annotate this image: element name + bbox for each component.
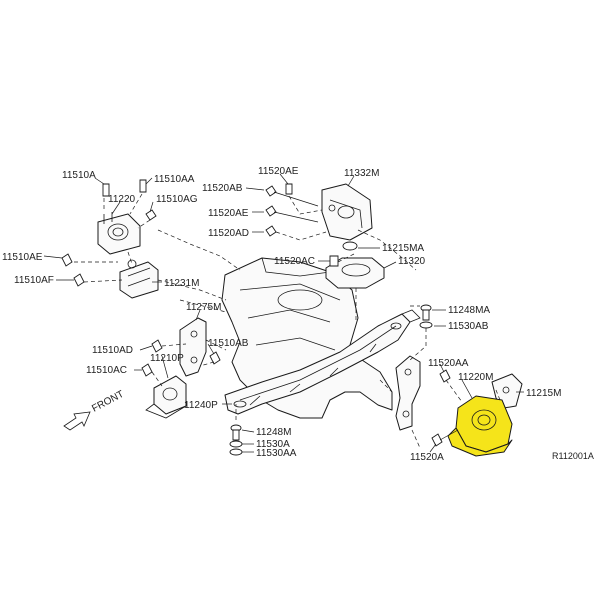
label-11510A: 11510A [62,170,96,181]
label-11248M: 11248M [256,427,291,438]
label-11530AB: 11530AB [448,321,489,332]
label-11520AE-top: 11520AE [258,166,299,177]
mount-11320 [325,241,385,289]
front-direction-arrow: FRONT [63,389,126,431]
bracket-11275M [179,317,207,377]
mount-11210P [145,375,187,419]
label-11530A: 11530A [256,439,290,450]
label-11510AD: 11510AD [92,345,133,356]
suspension-member-11240P [224,309,421,415]
label-11320: 11320 [398,256,426,267]
label-11220M: 11220M [458,372,493,383]
label-11510AF: 11510AF [14,275,54,286]
label-11530AA: 11530AA [256,448,297,459]
label-11520AD: 11520AD [208,228,249,239]
front-label: FRONT [90,389,126,415]
mount-11220 [97,212,141,255]
label-11510AB: 11510AB [208,338,249,349]
bracket-right-side [395,355,421,431]
label-11332M: 11332M [344,168,379,179]
diagram-reference-code: R112001A [552,451,594,461]
label-11240P: 11240P [184,400,218,411]
label-11520AE-mid: 11520AE [208,208,249,219]
label-11220: 11220 [108,194,136,205]
alignment-dashes [74,193,501,449]
label-11510AE: 11510AE [2,252,43,263]
bracket-11231M [119,259,159,299]
bracket-11332M [321,183,373,241]
label-11520AA: 11520AA [428,358,469,369]
label-11215M: 11215M [526,388,561,399]
label-11520A: 11520A [410,452,444,463]
mount-11220M-highlighted [447,395,513,457]
label-11510AG: 11510AG [156,194,198,205]
part-labels: 11510A 11510AA 11220 11510AG 11510AE 115… [2,166,594,463]
label-11520AC: 11520AC [274,256,315,267]
label-11510AA: 11510AA [154,174,195,185]
label-11231M: 11231M [164,278,199,289]
label-11520AB: 11520AB [202,183,243,194]
leader-lines [43,173,524,453]
label-11210P: 11210P [150,353,184,364]
label-11215MA: 11215MA [382,243,424,254]
label-11510AC: 11510AC [86,365,127,376]
engine-block-outline [221,257,393,419]
label-11275M: 11275M [186,302,221,313]
label-11248MA: 11248MA [448,305,490,316]
